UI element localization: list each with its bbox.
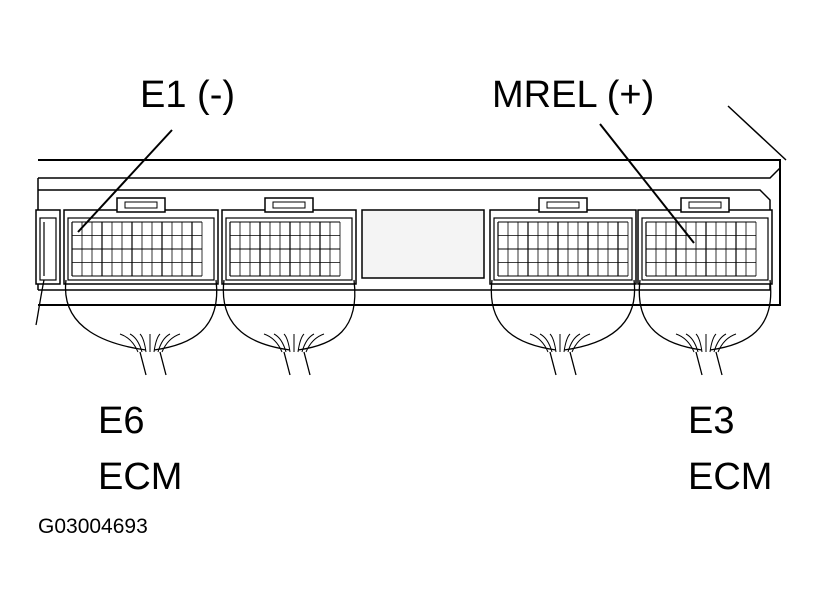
- e1-leader-line: [77, 129, 173, 233]
- connector-e5: [221, 197, 357, 285]
- e3-connector-label: E3: [688, 400, 735, 442]
- terminal-grid: [229, 221, 341, 277]
- mrel-leader-line: [599, 123, 695, 244]
- e3-ecm-label: ECM: [688, 456, 773, 498]
- connector-e6: [63, 197, 219, 285]
- wire-bundle: [638, 279, 772, 376]
- wire-bundle: [490, 279, 636, 376]
- wire-bundle: [222, 279, 356, 376]
- connector-e4: [489, 197, 637, 285]
- wire-bundle: [64, 279, 218, 376]
- e6-connector-label: E6: [98, 400, 145, 442]
- connector-e3: [637, 197, 773, 285]
- e1-ground-label: E1 (-): [140, 74, 235, 116]
- terminal-grid: [497, 221, 629, 277]
- terminal-grid: [645, 221, 757, 277]
- figure-code: G03004693: [38, 515, 148, 538]
- terminal-grid: [71, 221, 203, 277]
- wire-harness-group: [35, 279, 772, 376]
- connector-group: [35, 197, 773, 285]
- connector-partial-left: [35, 209, 61, 285]
- center-window: [361, 209, 485, 279]
- wire-partial: [35, 279, 45, 326]
- e6-ecm-label: ECM: [98, 456, 183, 498]
- mrel-label: MREL (+): [492, 74, 655, 116]
